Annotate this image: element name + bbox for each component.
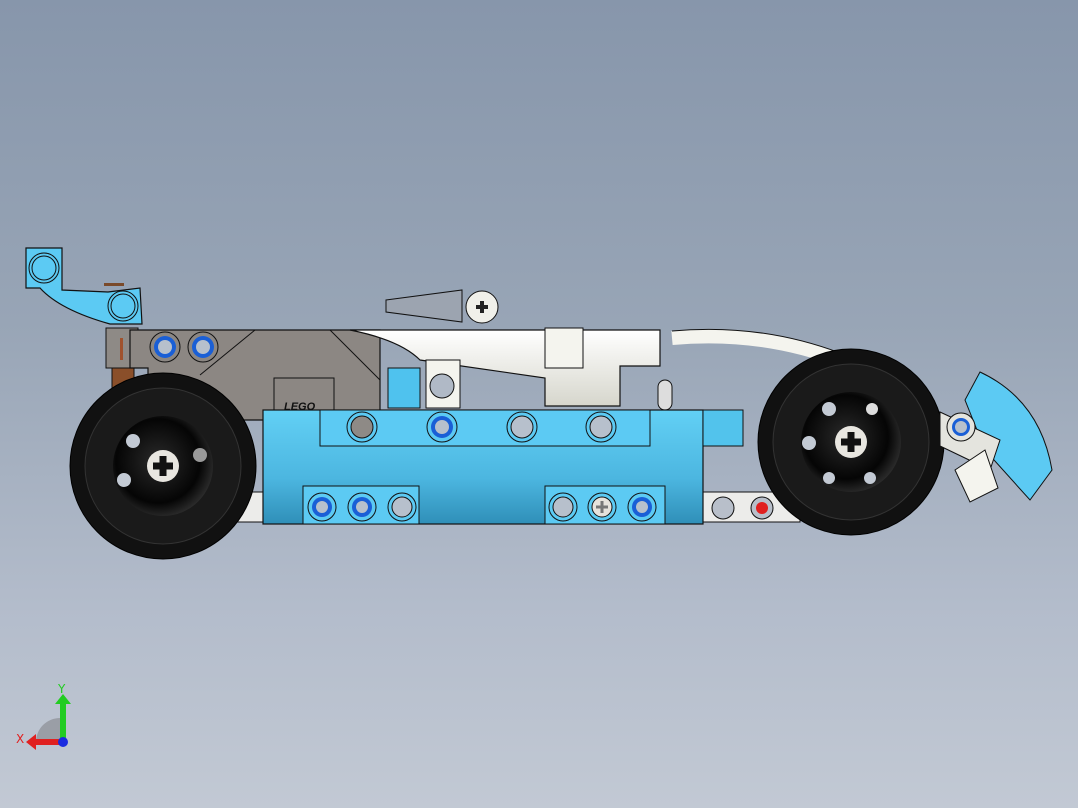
front-wheel: [757, 348, 945, 536]
z-axis-dot: [58, 737, 68, 747]
x-axis-label: X: [16, 732, 25, 746]
coordinate-triad: Y X: [10, 682, 80, 756]
y-axis-label: Y: [58, 682, 66, 696]
rear-wing: [25, 247, 143, 325]
y-axis-arrow: [55, 694, 71, 742]
front-bumper: [939, 371, 1053, 503]
rear-wheel: [69, 372, 257, 560]
white-top-beam: [349, 289, 843, 411]
x-axis-arrow: [26, 734, 64, 750]
triad-plane: [36, 718, 60, 742]
blue-body-panel: [262, 409, 744, 525]
